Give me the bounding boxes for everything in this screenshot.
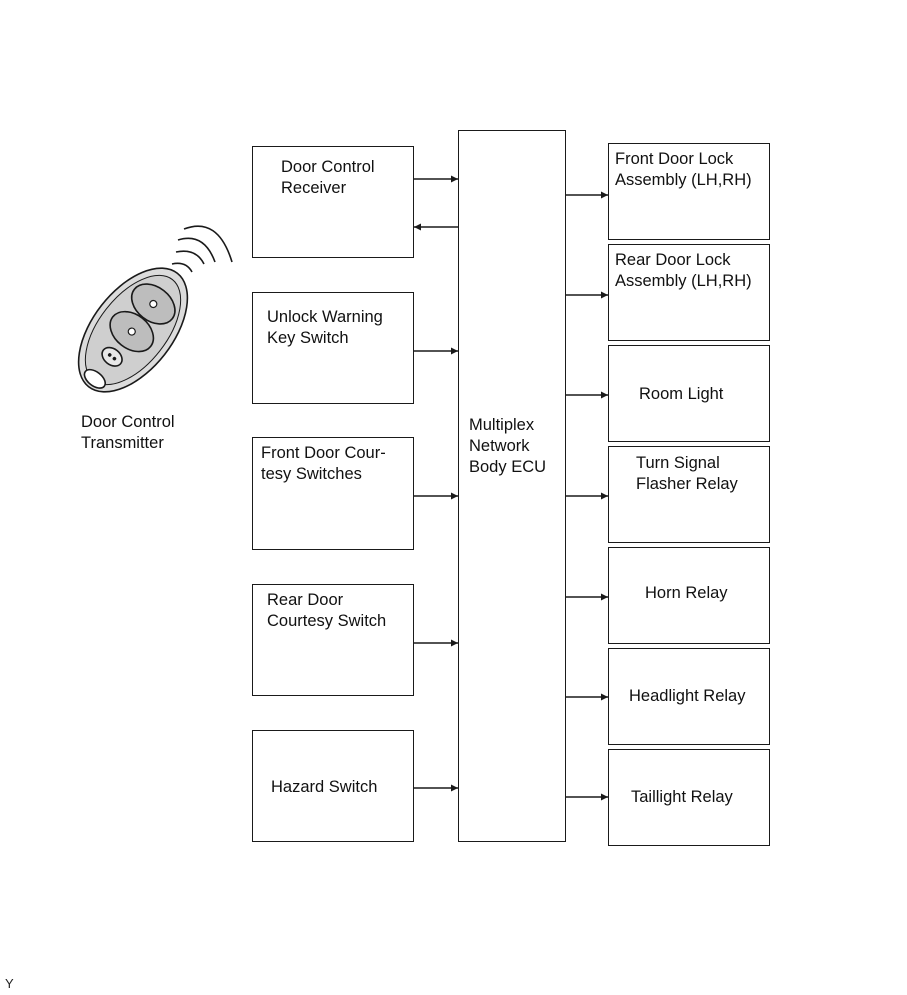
front-door-lock-assembly-box: Front Door Lock Assembly (LH,RH) xyxy=(608,143,770,240)
headlight-relay-label: Headlight Relay xyxy=(629,687,746,705)
door-control-receiver-box: Door Control Receiver xyxy=(252,146,414,258)
horn-relay-label: Horn Relay xyxy=(645,584,728,602)
hazard-switch-label: Hazard Switch xyxy=(271,778,378,796)
unlock-warning-key-switch-label: Unlock Warning Key Switch xyxy=(267,308,383,347)
body-ecu-label: Multiplex Network Body ECU xyxy=(469,416,547,476)
headlight-relay-box: Headlight Relay xyxy=(608,648,770,745)
taillight-relay-label: Taillight Relay xyxy=(631,788,733,806)
front-door-courtesy-switches-label: Front Door Cour- tesy Switches xyxy=(261,444,386,483)
hazard-switch-box: Hazard Switch xyxy=(252,730,414,842)
rear-door-lock-assembly-box: Rear Door Lock Assembly (LH,RH) xyxy=(608,244,770,341)
rear-door-courtesy-switch-label: Rear Door Courtesy Switch xyxy=(267,591,387,630)
unlock-warning-key-switch-box: Unlock Warning Key Switch xyxy=(252,292,414,404)
rear-door-courtesy-switch-box: Rear Door Courtesy Switch xyxy=(252,584,414,696)
room-light-box: Room Light xyxy=(608,345,770,442)
corner-mark: Y xyxy=(5,976,14,991)
transmitter-label: Door Control Transmitter xyxy=(81,413,175,452)
door-control-receiver-label: Door Control Receiver xyxy=(281,158,375,197)
horn-relay-box: Horn Relay xyxy=(608,547,770,644)
key-fob-icon xyxy=(77,225,233,393)
turn-signal-flasher-relay-label: Turn Signal Flasher Relay xyxy=(636,454,738,493)
front-door-lock-assembly-label: Front Door Lock Assembly (LH,RH) xyxy=(615,150,752,189)
turn-signal-flasher-relay-box: Turn Signal Flasher Relay xyxy=(608,446,770,543)
body-ecu-box: Multiplex Network Body ECU xyxy=(458,130,566,842)
room-light-label: Room Light xyxy=(639,385,724,403)
rear-door-lock-assembly-label: Rear Door Lock Assembly (LH,RH) xyxy=(615,251,752,290)
front-door-courtesy-switches-box: Front Door Cour- tesy Switches xyxy=(252,437,414,550)
taillight-relay-box: Taillight Relay xyxy=(608,749,770,846)
